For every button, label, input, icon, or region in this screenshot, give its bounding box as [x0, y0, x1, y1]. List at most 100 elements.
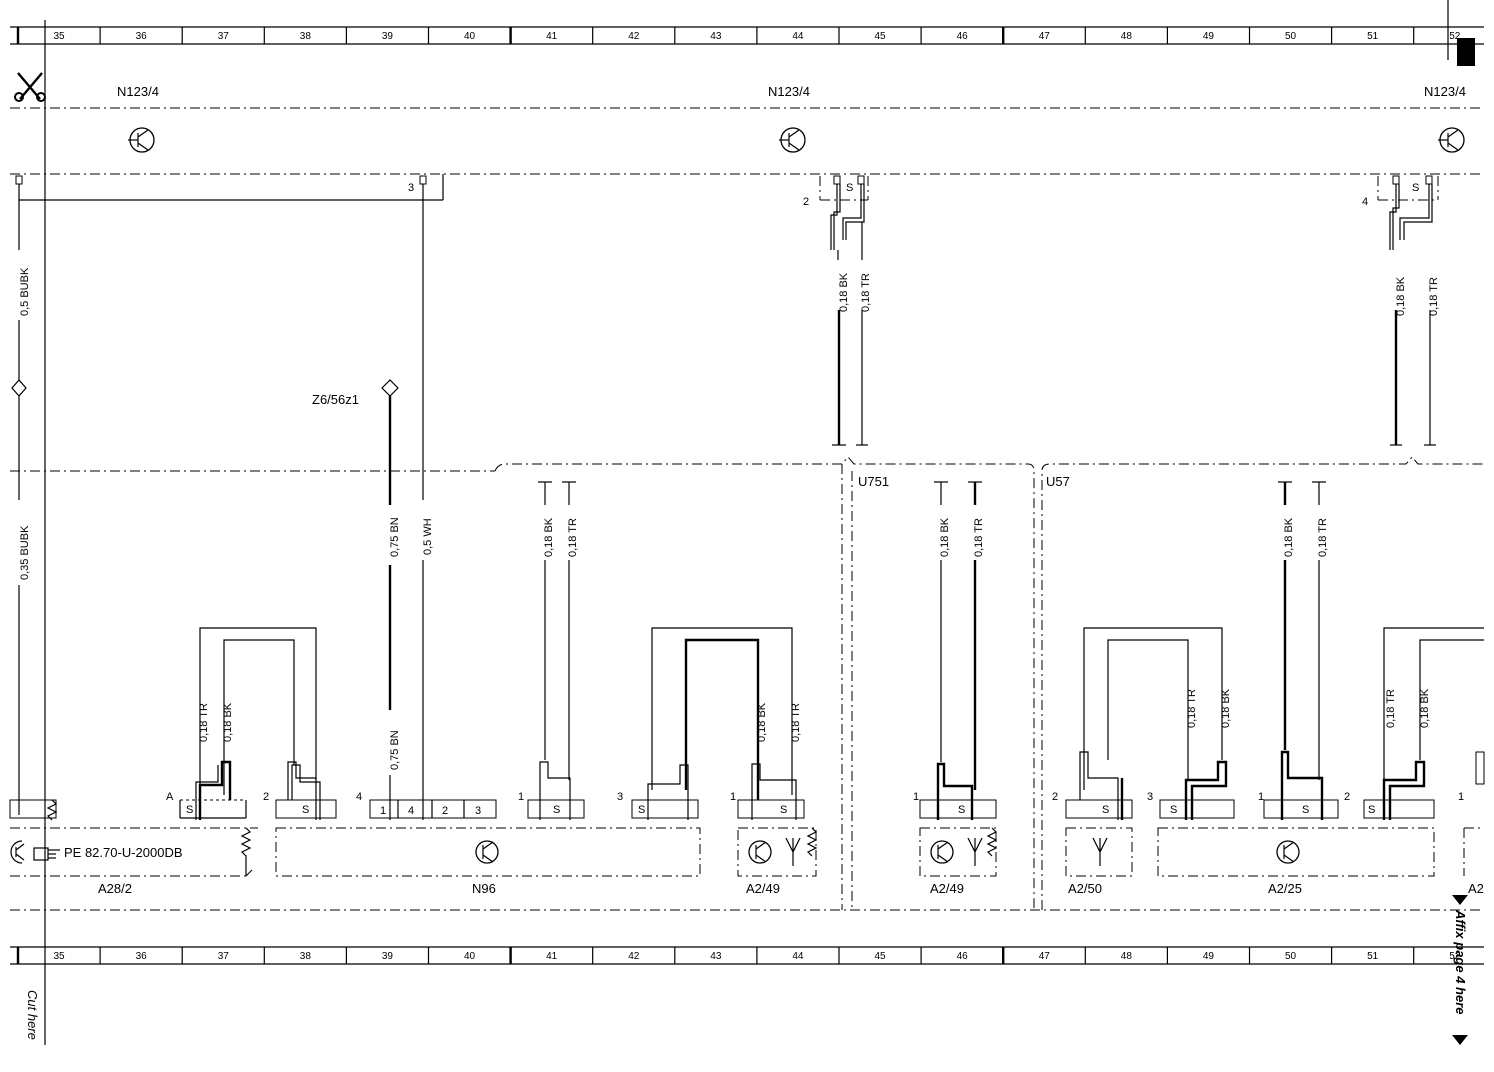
pointing-hand-icon [33, 847, 60, 861]
component-label: A2/50 [1068, 881, 1102, 896]
n123-label-right: N123/4 [1424, 84, 1466, 99]
transistor-icon [1438, 127, 1465, 153]
svg-text:S: S [846, 182, 853, 194]
wire-label: 0,18 TR [1385, 689, 1397, 728]
svg-text:1: 1 [518, 791, 524, 803]
wire-label: 0,18 BK [1220, 688, 1232, 728]
top-grid-column-number: 39 [382, 31, 394, 42]
wire-label: 0,35 BUBK [19, 525, 31, 580]
reference-text: PE 82.70-U-2000DB [64, 845, 183, 860]
wire-label: 0,18 BK [1283, 517, 1295, 557]
wire-label: 0,18 BK [1395, 276, 1407, 316]
top-grid-column-number: 44 [792, 31, 804, 42]
bottom-grid-column-number: 47 [1039, 951, 1051, 962]
wire-label: 0,18 TR [1317, 518, 1329, 557]
top-grid-column-number: 48 [1121, 31, 1133, 42]
svg-text:S: S [1368, 804, 1375, 816]
bottom-grid-column-number: 44 [792, 951, 804, 962]
wire-label: 0,5 BUBK [19, 267, 31, 316]
svg-text:1: 1 [1258, 791, 1264, 803]
splice-icon [11, 379, 27, 397]
wire-label: 0,18 TR [1186, 689, 1198, 728]
svg-text:S: S [780, 804, 787, 816]
svg-text:2: 2 [1052, 791, 1058, 803]
affix-text: Affix page 4 here [1453, 909, 1468, 1015]
top-grid-column-number: 46 [957, 31, 969, 42]
bottom-grid-column-number: 36 [136, 951, 148, 962]
wire-label: 0,18 BK [1419, 688, 1431, 728]
wire-label: 0,18 TR [790, 703, 802, 742]
top-grid-column-number: 41 [546, 31, 558, 42]
wire-label: 0,18 TR [973, 518, 985, 557]
bottom-grid-column-number: 37 [218, 951, 230, 962]
resistor-icons [46, 799, 998, 876]
connector-mid-2: 2 S [803, 175, 869, 446]
top-grid-column-number: 42 [628, 31, 640, 42]
top-grid-column-number: 37 [218, 31, 230, 42]
top-grid-column-number: 50 [1285, 31, 1297, 42]
wire-label: 0,18 TR [1428, 277, 1440, 316]
bracket-u57 [1041, 456, 1484, 910]
bottom-grid-column-number: 49 [1203, 951, 1215, 962]
component-label: A2/49 [746, 881, 780, 896]
svg-text:S: S [1412, 182, 1419, 194]
antenna-icon [785, 837, 801, 866]
bottom-grid-column-number: 51 [1367, 951, 1379, 962]
svg-text:1: 1 [1458, 791, 1464, 803]
top-grid-column-number: 52 [1449, 31, 1461, 42]
n123-label-mid: N123/4 [768, 84, 810, 99]
wire-pair-41 [538, 481, 576, 780]
transistor-icon [10, 840, 25, 864]
wire-pair-50 [1278, 481, 1326, 780]
svg-text:S: S [958, 804, 965, 816]
wire-label: 0,18 BK [756, 702, 768, 742]
bottom-grid-column-number: 41 [546, 951, 558, 962]
component-label: A2 [1468, 881, 1484, 896]
svg-text:2: 2 [263, 791, 269, 803]
transistor-icon [930, 840, 954, 864]
svg-text:1: 1 [913, 791, 919, 803]
splice-icon [381, 379, 399, 397]
svg-text:2: 2 [1344, 791, 1350, 803]
transistor-icon [1276, 840, 1300, 864]
wire-label: 0,18 BK [838, 272, 850, 312]
bottom-grid-column-number: 45 [874, 951, 886, 962]
top-grid-column-number: 40 [464, 31, 476, 42]
svg-text:S: S [186, 804, 193, 816]
scissors-icon [14, 72, 46, 102]
transistor-icon [128, 127, 155, 153]
top-grid-column-number: 51 [1367, 31, 1379, 42]
wire-bubk-left [11, 174, 444, 815]
top-grid-column-number: 47 [1039, 31, 1051, 42]
connector-right-4: 4 S [1362, 175, 1439, 446]
connector-headers: A S 2 S 4 1 4 2 3 1 S 3 S 1 S 1 S [9, 750, 1485, 820]
wire-label: 0,75 BN [389, 730, 401, 770]
component-label: N96 [472, 881, 496, 896]
bottom-grid-column-number: 52 [1449, 951, 1461, 962]
bottom-grid-column-number: 39 [382, 951, 394, 962]
top-grid-column-number: 49 [1203, 31, 1215, 42]
svg-text:1: 1 [730, 791, 736, 803]
bottom-grid-column-number: 43 [710, 951, 722, 962]
arrow-down-icon [1452, 895, 1468, 905]
arrow-down-icon [1452, 1035, 1468, 1045]
bottom-grid-column-number: 46 [957, 951, 969, 962]
svg-text:2: 2 [442, 805, 448, 817]
n123-label-left: N123/4 [117, 84, 159, 99]
wire-label: 0,18 BK [543, 517, 555, 557]
transistor-icon [748, 840, 772, 864]
svg-text:A: A [166, 791, 174, 803]
svg-text:4: 4 [356, 791, 362, 803]
bottom-grid-column-number: 38 [300, 951, 312, 962]
wire-label: 0,18 TR [198, 703, 210, 742]
loop-wires [199, 627, 1484, 800]
component-label: A2/25 [1268, 881, 1302, 896]
pin-number: 3 [408, 182, 414, 194]
wire-label: 0,18 BK [222, 702, 234, 742]
component-label: A2/49 [930, 881, 964, 896]
transistor-icon [475, 840, 499, 864]
svg-text:S: S [553, 804, 560, 816]
